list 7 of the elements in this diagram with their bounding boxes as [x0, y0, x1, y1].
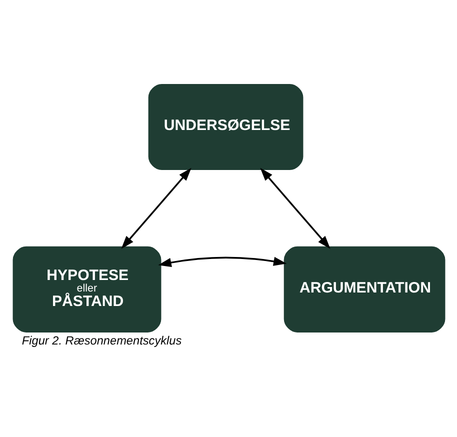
arrow [158, 256, 286, 267]
node-box: HYPOTESE eller PÅSTAND [12, 246, 161, 332]
arrow [260, 167, 330, 248]
node-box: UNDERSØGELSE [148, 83, 303, 170]
caption: Figur 2. Ræsonnementscyklus [21, 333, 182, 348]
node-box: ARGUMENTATION [283, 246, 445, 332]
arrow [120, 167, 191, 248]
